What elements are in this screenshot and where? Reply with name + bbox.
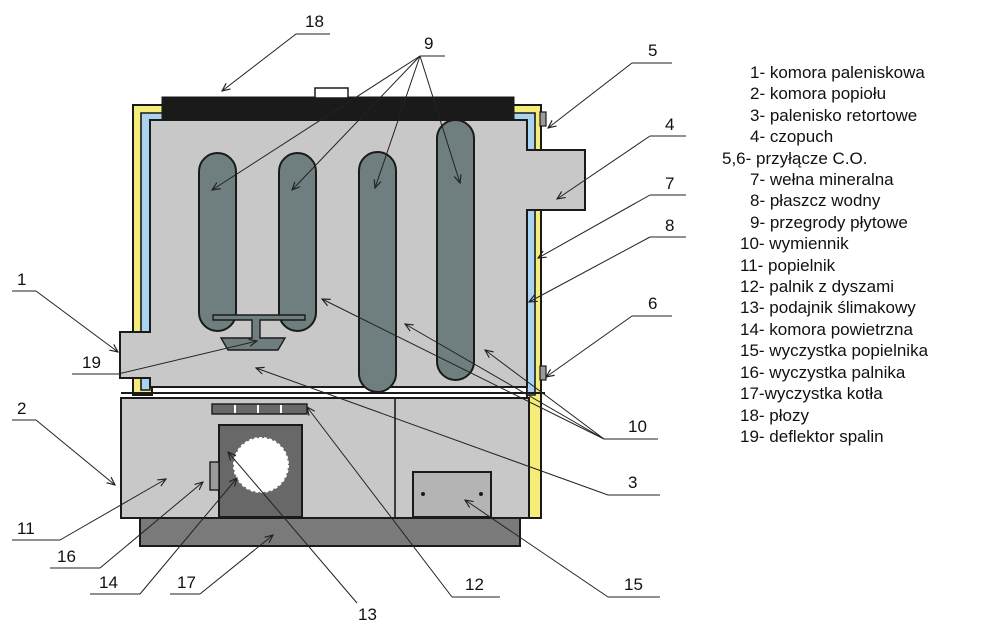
- legend-item: 19- deflektor spalin: [740, 426, 884, 446]
- water-connector-bottom: [539, 365, 547, 381]
- callout-numbers: 18 9 5 4 7 8 6 10 3 15 12 13 1 19 2 11 1…: [17, 12, 674, 622]
- legend-item: 12- palnik z dyszami: [740, 277, 895, 297]
- callout-6: 6: [648, 294, 657, 313]
- water-jacket-left-low: [140, 377, 151, 391]
- screw-feeder-opening: [233, 437, 289, 493]
- legend-item: 8- płaszcz wodny: [750, 191, 881, 211]
- callout-2: 2: [17, 399, 26, 418]
- legend-item: 15- wyczystka popielnika: [740, 341, 929, 361]
- door-bolt-right: [479, 492, 483, 496]
- legend-item: 11- popielnik: [740, 255, 836, 275]
- callout-4: 4: [665, 115, 674, 134]
- legend-item: 1- komora paleniskowa: [750, 63, 925, 82]
- callout-10: 10: [628, 417, 647, 436]
- callout-12: 12: [465, 575, 484, 594]
- burner-cleanout-door: [209, 461, 220, 491]
- legend-item: 18- płozy: [740, 405, 809, 425]
- callout-9: 9: [424, 34, 433, 53]
- callout-19: 19: [82, 353, 101, 372]
- callout-11: 11: [17, 519, 35, 538]
- callout-7: 7: [665, 174, 674, 193]
- legend-item: 10- wymiennik: [740, 234, 849, 254]
- burner-nozzles: [211, 403, 308, 415]
- water-connector-top: [539, 111, 547, 127]
- parts-legend: 1- komora paleniskowa 2- komora popiołu …: [722, 62, 928, 447]
- baffle-3: [358, 151, 397, 393]
- legend-item: 2- komora popiołu: [750, 84, 887, 104]
- legend-item: 17-wyczystka kotła: [740, 384, 883, 404]
- callout-17: 17: [177, 573, 196, 592]
- baffle-2: [278, 152, 317, 332]
- callout-3: 3: [628, 473, 637, 492]
- callout-1: 1: [17, 270, 26, 289]
- legend-item: 14- komora powietrzna: [740, 319, 913, 339]
- flue-deflector: [212, 314, 306, 351]
- combustion-chamber: [119, 119, 586, 388]
- legend-item: 3- palenisko retortowe: [750, 105, 918, 125]
- legend-item: 13- podajnik ślimakowy: [740, 298, 916, 318]
- callout-8: 8: [665, 216, 674, 235]
- callout-lines: [12, 33, 686, 604]
- legend-item: 16- wyczystka palnika: [740, 362, 906, 382]
- base-skid: [139, 516, 521, 547]
- nozzle-ticks: [234, 405, 282, 413]
- legend-item: 4- czopuch: [750, 127, 834, 147]
- callout-14: 14: [99, 573, 118, 592]
- ash-cleanout-door: [412, 471, 492, 518]
- door-bolt-left: [421, 492, 425, 496]
- callout-16: 16: [57, 547, 76, 566]
- legend-item: 5,6- przyłącze C.O.: [722, 148, 868, 168]
- baffle-1: [198, 152, 237, 332]
- callout-5: 5: [648, 41, 657, 60]
- legend-item: 9- przegrody płytowe: [750, 212, 908, 232]
- baffle-4: [436, 119, 475, 381]
- top-connector: [314, 87, 349, 99]
- callout-18: 18: [305, 12, 324, 31]
- callout-13: 13: [358, 605, 377, 622]
- callout-15: 15: [624, 575, 643, 594]
- legend-item: 7- wełna mineralna: [750, 170, 894, 190]
